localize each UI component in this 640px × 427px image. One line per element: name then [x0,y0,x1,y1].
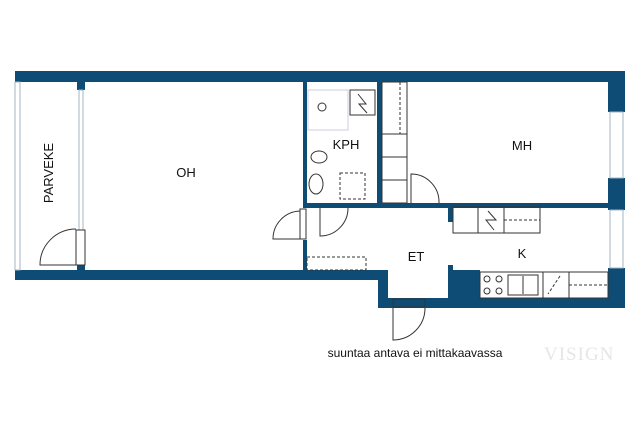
kitchen-sink-icon [507,274,539,296]
windows [14,81,624,271]
washing-machine-space [339,172,366,200]
room-label-hallway: ET [408,249,425,264]
scale-disclaimer: suuntaa antava ei mittakaavassa [327,346,503,360]
kitchen-fixtures [452,206,609,299]
room-label-bedroom: MH [512,138,532,153]
doors [39,173,440,341]
electric-panel-icon [349,89,376,116]
wardrobes [306,81,408,271]
room-label-balcony: PARVEKE [41,143,56,204]
bathroom-fixtures [307,89,376,200]
walls [15,71,625,308]
watermark-logo: VISIGN [544,344,615,365]
room-label-living-room: OH [176,165,196,180]
sink-icon [308,173,324,195]
room-label-kitchen: K [518,246,527,261]
shower-icon [317,102,327,112]
toilet-icon [310,150,328,164]
room-label-bathroom: KPH [333,137,360,152]
